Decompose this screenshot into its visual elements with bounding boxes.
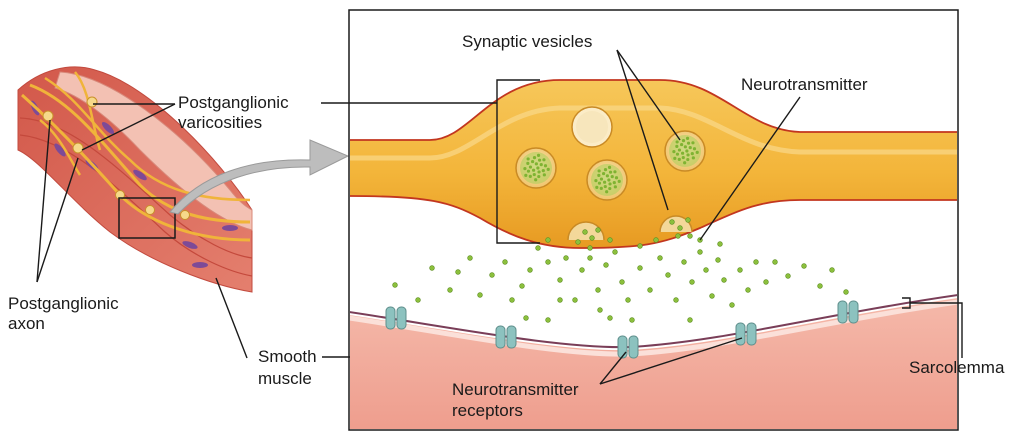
label-neurotransmitter-receptors-line1: Neurotransmitter — [452, 380, 579, 399]
label-neurotransmitter: Neurotransmitter — [741, 75, 868, 94]
label-smooth-muscle-line1: Smooth — [258, 347, 317, 366]
label-postganglionic-varicosities-line1: Postganglionic — [178, 93, 289, 112]
muscle-cell — [350, 298, 957, 429]
label-smooth-muscle-line2: muscle — [258, 369, 312, 388]
leader-lines — [36, 49, 963, 385]
label-postganglionic-axon-line2: axon — [8, 314, 45, 333]
label-postganglionic-axon-line1: Postganglionic — [8, 294, 119, 313]
label-synaptic-vesicles: Synaptic vesicles — [462, 32, 593, 51]
label-postganglionic-varicosities-line2: varicosities — [178, 113, 263, 132]
neurotransmitter-molecules — [392, 136, 849, 323]
label-sarcolemma: Sarcolemma — [909, 358, 1005, 377]
label-neurotransmitter-receptors-line2: receptors — [452, 401, 523, 420]
smooth-muscle-tissue — [17, 66, 253, 293]
zoom-box — [118, 197, 176, 239]
zoom-arrow — [169, 139, 350, 215]
